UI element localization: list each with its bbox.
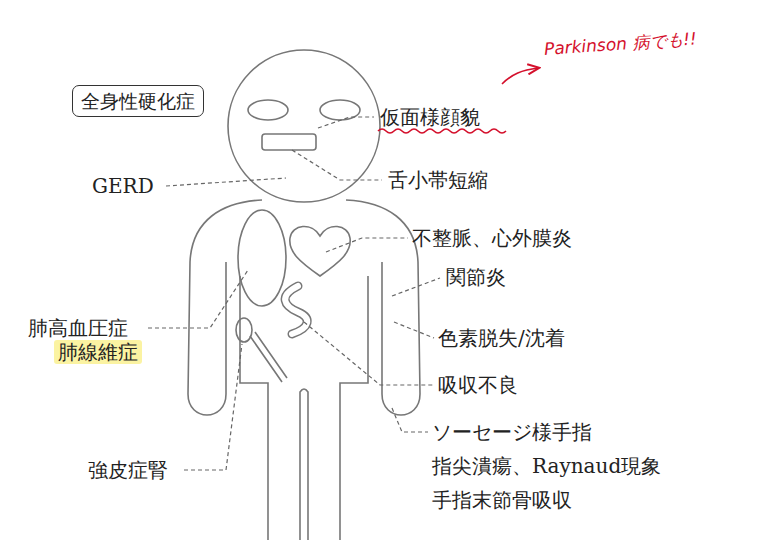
intestine xyxy=(285,286,307,334)
symptom-label: 手指末節骨吸収 xyxy=(432,488,572,512)
symptom-label: 強皮症腎 xyxy=(88,458,168,482)
handwritten-note: Parkinson 病でも!! xyxy=(543,26,697,61)
leg-gap xyxy=(300,389,308,540)
symptom-label: 色素脱失/沈着 xyxy=(438,326,565,350)
leader-line xyxy=(292,150,382,180)
symptom-label: GERD xyxy=(92,174,154,198)
leader-line xyxy=(184,344,242,470)
leader-line xyxy=(304,322,434,385)
highlighted-label: 肺線維症 xyxy=(54,340,142,364)
lung xyxy=(238,210,286,306)
leader-line xyxy=(318,117,374,128)
head xyxy=(228,50,380,202)
leader-line xyxy=(148,270,248,328)
leader-line xyxy=(166,178,286,186)
symptom-label: ソーセージ様手指 xyxy=(432,420,592,444)
intestine-fill xyxy=(285,286,307,334)
symptom-label: 仮面様顔貌 xyxy=(380,105,480,129)
eye xyxy=(248,100,288,120)
leader-line xyxy=(394,322,434,338)
symptom-label: 不整脈、心外膜炎 xyxy=(412,226,572,250)
symptom-label: 肺高血圧症 xyxy=(28,316,128,340)
leader-line xyxy=(392,278,440,296)
ureter xyxy=(250,332,287,382)
heart xyxy=(290,226,350,276)
red-arrow xyxy=(502,68,538,84)
mouth xyxy=(262,134,316,150)
title-box: 全身性硬化症 xyxy=(72,85,204,117)
leader-line xyxy=(392,408,428,432)
symptom-label: 関節炎 xyxy=(446,265,506,289)
symptom-label: 指尖潰瘍、Raynaud現象 xyxy=(432,454,661,478)
symptom-label: 吸収不良 xyxy=(438,373,518,397)
leader-line xyxy=(326,238,408,252)
kidney xyxy=(236,318,252,342)
right-torso-leg xyxy=(340,276,368,540)
symptom-label: 舌小帯短縮 xyxy=(388,168,488,192)
red-wavy-underline xyxy=(378,129,506,133)
left-torso-leg xyxy=(240,276,268,540)
